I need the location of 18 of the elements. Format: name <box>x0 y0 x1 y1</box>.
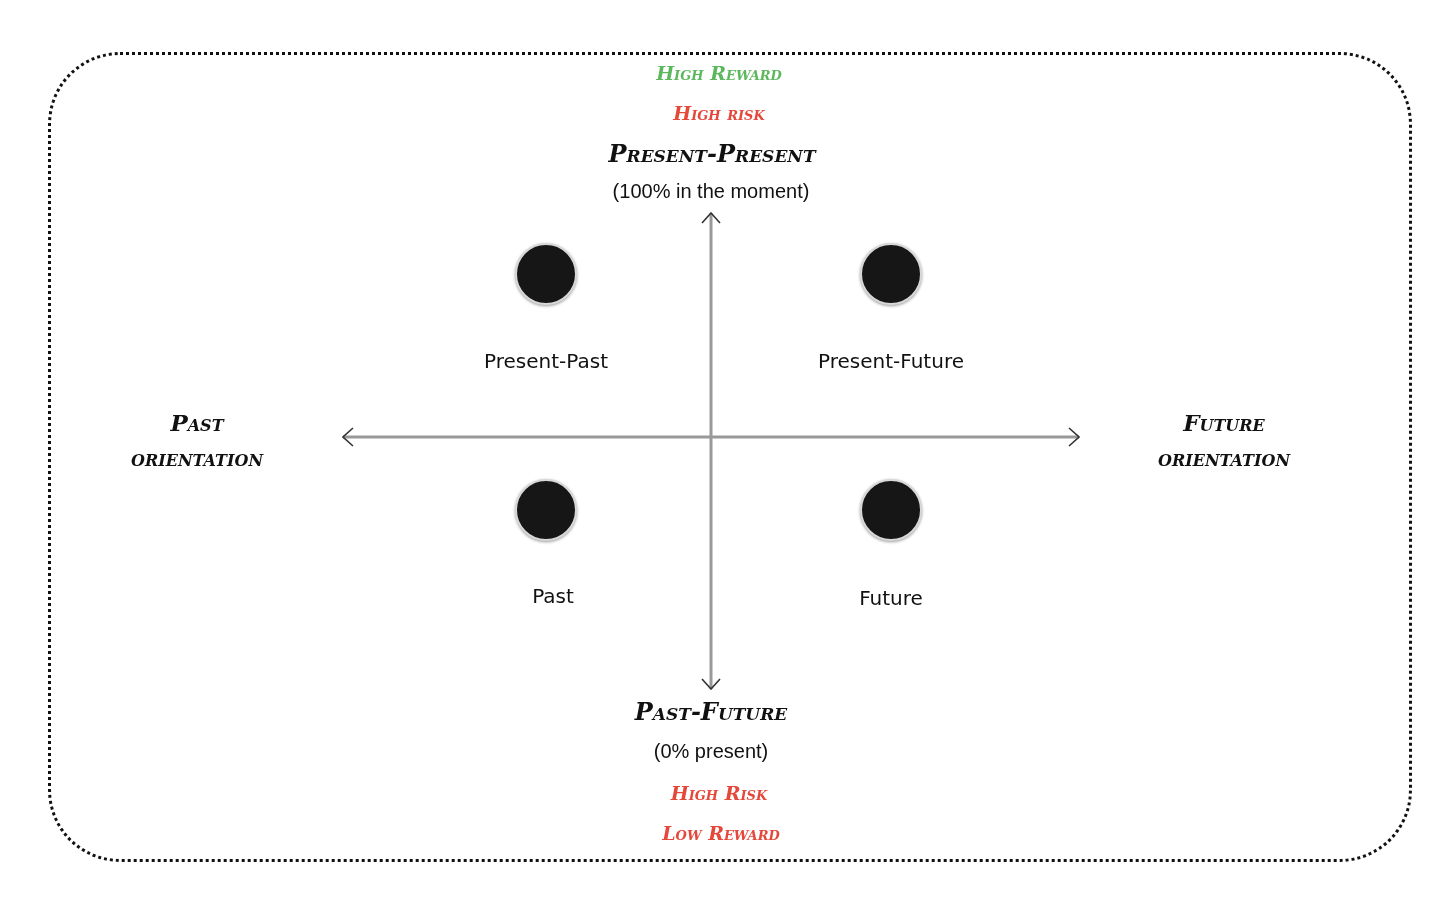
dot-marker <box>860 243 922 305</box>
dot-marker <box>515 243 577 305</box>
reward-note: Low Reward <box>661 820 781 846</box>
risk-note: High Risk <box>669 780 769 806</box>
dot-caption: Present-Past <box>484 349 608 373</box>
axis-end-label: Future orientation <box>1156 407 1292 472</box>
dot-caption: Past <box>532 584 574 608</box>
dot-marker <box>515 479 577 541</box>
dot-caption: Present-Future <box>818 349 964 373</box>
axis-end-note: (100% in the moment) <box>611 179 811 204</box>
dot-marker <box>860 479 922 541</box>
axis-end-label: Past-Future <box>633 696 789 728</box>
axis-end-note: (0% present) <box>652 739 770 764</box>
axis-end-label: Present-Present <box>607 138 818 170</box>
reward-note: High Reward <box>655 60 783 86</box>
axis-end-label: Past orientation <box>129 407 265 472</box>
dot-caption: Future <box>859 586 923 610</box>
risk-note: High risk <box>672 100 766 126</box>
